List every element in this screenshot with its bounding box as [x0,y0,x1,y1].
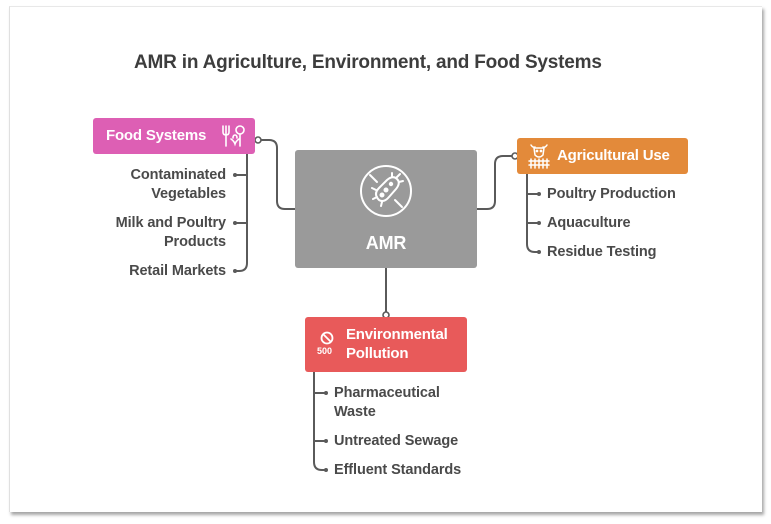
environmental-pollution-node[interactable]: 500 Environmental Pollution [305,317,467,372]
tick-dot [233,173,237,177]
item-line: Products [163,234,226,250]
food-systems-node[interactable]: Food Systems [93,118,255,154]
livestock-farm-icon [528,144,550,169]
diagram-title: AMR in Agriculture, Environment, and Foo… [134,52,602,73]
food-item-retail-markets: Retail Markets [129,262,226,281]
tick-dot [324,391,328,395]
connector-endpoint [254,136,262,144]
agricultural-use-node[interactable]: Agricultural Use [517,138,688,174]
env-item-pharmaceutical-waste: Pharmaceutical Waste [334,384,440,422]
label-line: Pollution [346,345,409,362]
agri-item-aquaculture: Aquaculture [547,215,631,231]
item-line: Milk and Poultry [115,215,226,231]
amr-center-node[interactable]: AMR [295,150,477,268]
tree-env [313,372,326,471]
label-line: Environmental [346,326,448,343]
no-pollution-icon [320,331,334,345]
item-line: Contaminated [130,167,227,183]
tick-dot [537,192,541,196]
item-line: Pharmaceutical [334,385,440,401]
tree-food [235,154,248,272]
tick-dot [324,468,328,472]
tick-dot [324,439,328,443]
item-line: Waste [334,404,376,420]
food-systems-label: Food Systems [106,127,207,144]
tick-dot [537,250,541,254]
agri-item-poultry-production: Poultry Production [547,186,676,202]
pollution-icon-number: 500 [317,346,333,356]
amr-label: AMR [365,233,407,253]
food-item-contaminated-vegetables: Contaminated Vegetables [130,166,227,204]
agricultural-use-label: Agricultural Use [557,147,670,164]
item-line: Retail Markets [129,263,226,279]
connector-center-food [259,139,295,210]
no-bacteria-icon [360,165,412,217]
tick-dot [537,221,541,225]
tree-agri [526,174,539,253]
agri-item-residue-testing: Residue Testing [547,244,657,260]
food-utensils-icon [222,125,245,147]
food-item-milk-poultry: Milk and Poultry Products [116,214,226,252]
environmental-pollution-label: Environmental Pollution [346,325,461,363]
env-item-effluent-standards: Effluent Standards [334,462,462,478]
connector-center-agri [477,155,513,210]
tick-dot [233,221,237,225]
item-line: Vegetables [151,186,226,202]
tick-dot [233,269,237,273]
env-item-untreated-sewage: Untreated Sewage [334,433,459,449]
